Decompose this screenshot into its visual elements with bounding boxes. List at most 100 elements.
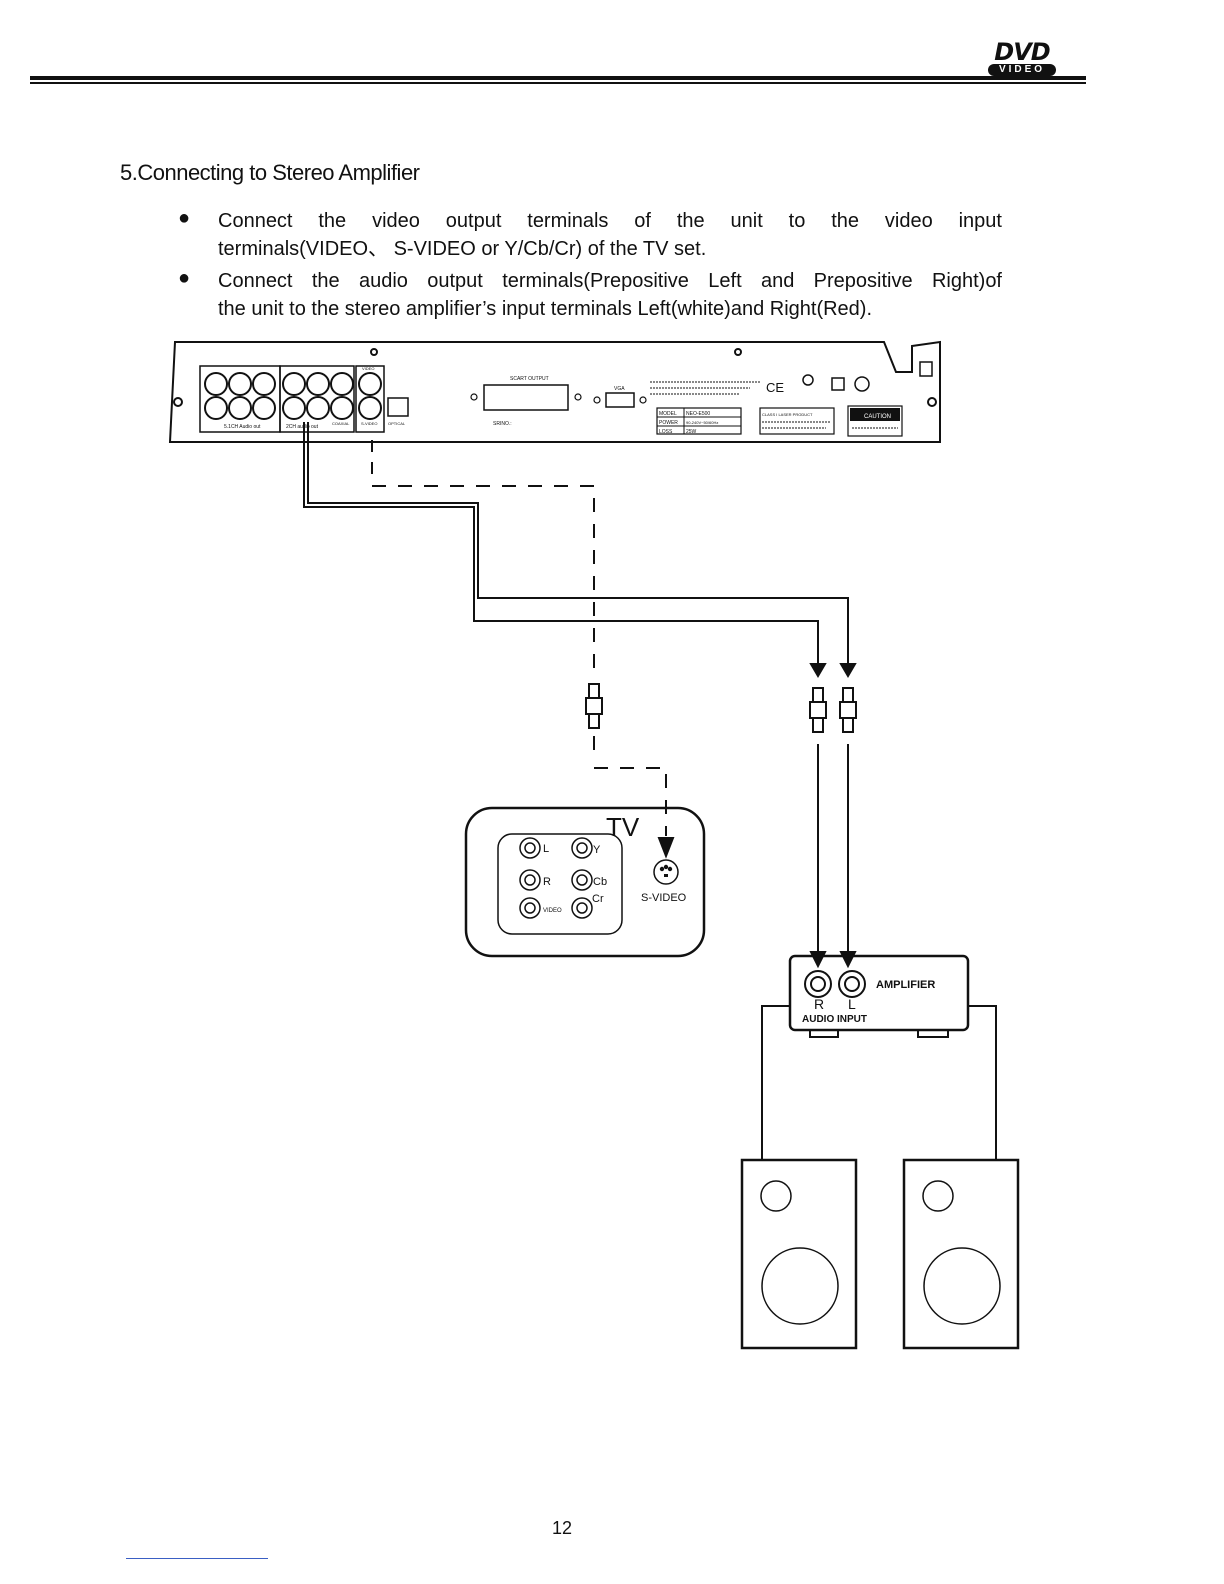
tv-panel: TV L R VIDEO Y Cb Cr S-VIDEO <box>464 806 706 958</box>
rating-label-box <box>656 407 742 435</box>
optical-port-icon <box>387 397 409 417</box>
laser-label-box <box>759 407 835 435</box>
rca-jack-icon <box>204 372 228 396</box>
woofer-icon <box>761 1247 839 1325</box>
footer-rule <box>126 1558 268 1559</box>
svideo-jack-icon <box>358 396 382 420</box>
tv-svideo-jack-icon <box>653 859 679 885</box>
bullet-icon: ● <box>178 267 191 289</box>
logo-dvd-text: DVD <box>994 38 1050 66</box>
group-51ch-outline <box>199 365 281 433</box>
rca-jack-icon <box>282 372 306 396</box>
group-2ch-label: 2CH audio out <box>286 424 319 430</box>
amp-left-label: L <box>848 996 856 1012</box>
rca-jack-icon <box>252 396 276 420</box>
video-cable <box>371 440 675 859</box>
serial-label: SRINO.: <box>493 421 512 427</box>
model-value: NEO-E500 <box>686 411 710 417</box>
scart-connector-icon <box>483 384 569 411</box>
video-jack-icon <box>358 372 382 396</box>
rca-jack-icon <box>330 372 354 396</box>
dvd-unit-rear-panel: 5.1CH Audio out 2CH audio out COAXIAL S-… <box>168 340 941 443</box>
group-2ch-outline <box>279 365 355 433</box>
rca-jack-icon <box>252 372 276 396</box>
doubled-square-icon <box>831 377 845 391</box>
screw-icon <box>927 397 937 407</box>
rca-jack-icon <box>228 396 252 420</box>
header-rule-thin <box>30 82 1086 84</box>
amp-left-jack-icon <box>838 970 866 998</box>
tv-jack-icon <box>519 869 541 891</box>
scart-label: SCART OUTPUT <box>510 376 549 382</box>
tv-svideo-label: S-VIDEO <box>641 892 687 904</box>
video-panel-label: VIDEO <box>362 366 374 371</box>
power-value: 90-240V~50/60Hz <box>686 420 718 425</box>
tweeter-icon <box>760 1180 792 1212</box>
speaker-wire-left <box>761 1005 790 1160</box>
amp-right-label: R <box>814 996 824 1012</box>
power-label: POWER <box>659 420 678 426</box>
bullet-2-line-2: the unit to the stereo amplifier’s input… <box>218 298 873 320</box>
tv-label: TV <box>606 812 640 842</box>
fcc-mark-icon <box>854 376 870 392</box>
ul-mark-icon <box>802 374 814 386</box>
rca-jack-icon <box>204 396 228 420</box>
tv-port-r: R <box>543 876 551 888</box>
video-group-outline <box>355 365 385 433</box>
header-rule-thick <box>30 76 1086 80</box>
svideo-panel-label: S-VIDEO <box>361 421 377 426</box>
vga-label: VGA <box>614 386 625 392</box>
audio-cable <box>303 422 857 969</box>
tv-jack-icon <box>519 837 541 859</box>
section-title: 5.Connecting to Stereo Amplifier <box>120 160 420 185</box>
amplifier-panel: AMPLIFIER R L AUDIO INPUT <box>788 954 970 1038</box>
tv-jack-icon <box>571 837 593 859</box>
coaxial-label: COAXIAL <box>332 421 350 426</box>
tweeter-icon <box>922 1180 954 1212</box>
vga-connector-icon <box>605 392 635 408</box>
bullet-1-line-1: Connect the video output terminals of th… <box>218 210 1002 232</box>
logo-video-text: VIDEO <box>988 64 1056 76</box>
power-switch-icon <box>919 361 933 377</box>
caution-label: CAUTION <box>864 414 891 420</box>
amplifier-title: AMPLIFIER <box>876 979 935 991</box>
tv-port-y: Y <box>593 844 601 856</box>
rca-jack-icon <box>330 396 354 420</box>
bullet-1-line-2: terminals(VIDEO、 S-VIDEO or Y/Cb/Cr) of … <box>218 238 707 260</box>
amp-right-jack-icon <box>804 970 832 998</box>
caution-label-box <box>847 405 903 437</box>
page-number: 12 <box>552 1518 573 1538</box>
tv-jack-icon <box>571 869 593 891</box>
tv-port-cb: Cb <box>593 876 607 888</box>
rca-jack-icon <box>306 372 330 396</box>
bullet-2: Connect the audio output terminals(Prepo… <box>218 267 1002 323</box>
speaker-left <box>740 1158 858 1350</box>
screw-icon <box>734 348 742 356</box>
speaker-wire-right <box>968 1005 997 1160</box>
woofer-icon <box>923 1247 1001 1325</box>
connection-diagram: 5.1CH Audio out 2CH audio out COAXIAL S-… <box>168 340 1020 1350</box>
rca-jack-icon <box>282 396 306 420</box>
screw-icon <box>370 348 378 356</box>
model-label: MODEL <box>659 411 677 417</box>
tv-port-l: L <box>543 843 549 855</box>
tv-port-video: VIDEO <box>543 908 562 914</box>
tv-port-cr: Cr <box>592 893 604 905</box>
optical-label: OPTICAL <box>388 421 406 426</box>
loss-label: LOSS <box>659 429 673 435</box>
tv-jack-icon <box>519 897 541 919</box>
tv-jack-icon <box>571 897 593 919</box>
screw-icon <box>173 397 183 407</box>
bullet-1: Connect the video output terminals of th… <box>218 207 1002 263</box>
rca-jack-icon <box>306 396 330 420</box>
dvd-video-logo: DVD VIDEO <box>984 40 1060 76</box>
loss-value: 25W <box>686 429 697 435</box>
bullet-icon: ● <box>178 207 191 229</box>
bullet-2-line-1: Connect the audio output terminals(Prepo… <box>218 270 1002 292</box>
laser-label: CLASS I LASER PRODUCT <box>762 412 813 417</box>
rca-jack-icon <box>228 372 252 396</box>
speaker-right <box>902 1158 1020 1350</box>
audio-input-label: AUDIO INPUT <box>802 1014 867 1025</box>
group-51ch-label: 5.1CH Audio out <box>224 424 261 430</box>
ce-mark: CE <box>766 380 784 395</box>
